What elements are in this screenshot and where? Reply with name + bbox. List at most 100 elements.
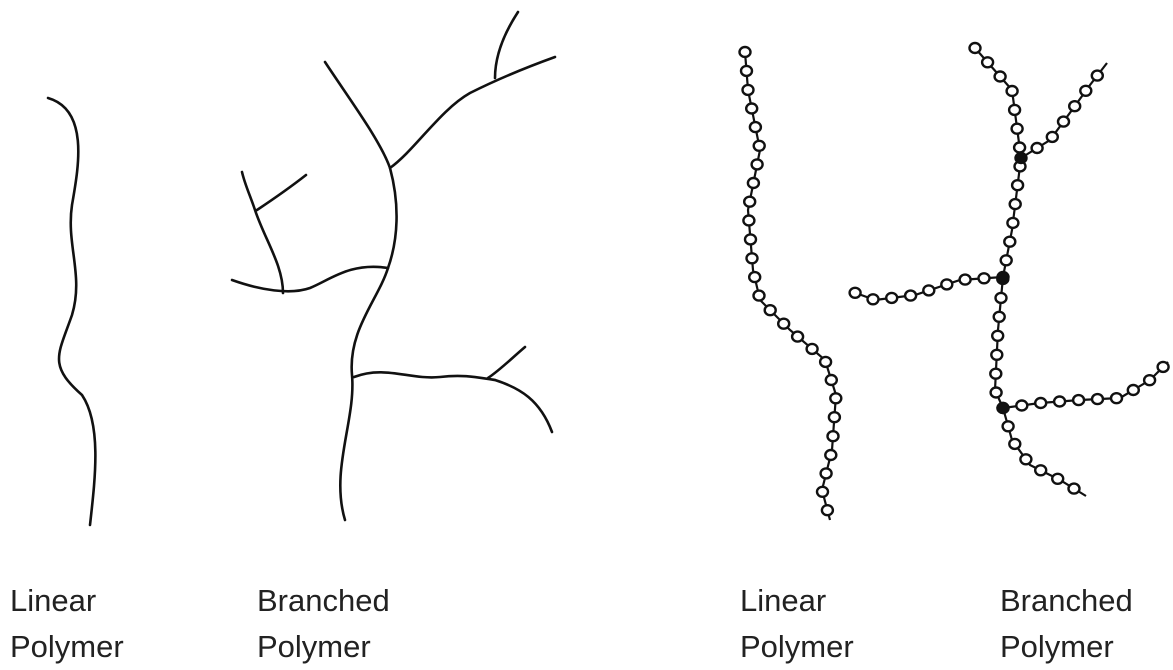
monomer-bead: [765, 305, 776, 315]
monomer-bead: [1010, 199, 1021, 209]
monomer-bead: [941, 279, 952, 289]
branched-polymer-main-chain: [325, 62, 397, 520]
monomer-bead: [1016, 401, 1027, 411]
branched-polymer-subbranch-top: [495, 12, 518, 78]
monomer-bead: [1047, 132, 1058, 142]
monomer-bead: [1069, 101, 1080, 111]
caption-line-2: Polymer: [257, 624, 390, 670]
branched-polymer-branch-top-right: [390, 57, 555, 168]
monomer-bead: [1158, 362, 1169, 372]
monomer-bead: [744, 197, 755, 207]
monomer-bead: [746, 104, 757, 114]
monomer-bead: [1092, 394, 1103, 404]
monomer-bead: [982, 57, 993, 67]
monomer-bead: [1035, 398, 1046, 408]
monomer-bead: [807, 344, 818, 354]
bead-chains-group: [740, 43, 1169, 520]
branch-point-node: [998, 403, 1008, 413]
monomer-bead: [1092, 71, 1103, 81]
monomer-bead: [747, 253, 758, 263]
monomer-bead: [741, 66, 752, 76]
monomer-bead: [749, 272, 760, 282]
caption-line-1: Linear: [740, 578, 854, 624]
monomer-bead: [1111, 393, 1122, 403]
monomer-bead: [1054, 397, 1065, 407]
monomer-bead: [817, 487, 828, 497]
monomer-bead: [750, 122, 761, 132]
label-linear-polymer-beads: Linear Polymer: [740, 578, 854, 670]
branched-polymer-subbranch-up-right: [488, 347, 525, 378]
monomer-bead: [829, 412, 840, 422]
monomer-bead: [970, 43, 981, 53]
monomer-bead: [821, 468, 832, 478]
caption-line-1: Branched: [1000, 578, 1133, 624]
monomer-bead: [1020, 454, 1031, 464]
monomer-bead: [754, 291, 765, 301]
monomer-bead: [905, 291, 916, 301]
monomer-bead: [1009, 105, 1020, 115]
caption-line-2: Polymer: [740, 624, 854, 670]
monomer-bead: [1035, 465, 1046, 475]
monomer-bead: [826, 375, 837, 385]
monomer-bead: [743, 85, 754, 95]
branched-polymer-twig: [257, 175, 306, 210]
monomer-bead: [792, 332, 803, 342]
monomer-bead: [748, 178, 759, 188]
caption-line-1: Linear: [10, 578, 124, 624]
monomer-bead: [822, 505, 833, 515]
branched-bead-arm-right-backbone: [1003, 362, 1168, 408]
monomer-bead: [1007, 218, 1018, 228]
monomer-bead: [979, 273, 990, 283]
monomer-bead: [960, 275, 971, 285]
monomer-bead: [886, 293, 897, 303]
branch-point-node: [998, 272, 1008, 282]
monomer-bead: [1009, 439, 1020, 449]
monomer-bead: [1004, 237, 1015, 247]
monomer-bead: [745, 234, 756, 244]
monomer-bead: [1144, 375, 1155, 385]
monomer-bead: [752, 159, 763, 169]
label-linear-polymer-simple: Linear Polymer: [10, 578, 124, 670]
branch-point-node: [1016, 153, 1026, 163]
monomer-bead: [1032, 143, 1043, 153]
monomer-bead: [991, 350, 1002, 360]
monomer-bead: [1012, 180, 1023, 190]
monomer-bead: [992, 331, 1003, 341]
monomer-bead: [828, 431, 839, 441]
branched-polymer-subbranch-left: [242, 172, 283, 293]
monomer-bead: [820, 357, 831, 367]
caption-line-2: Polymer: [1000, 624, 1133, 670]
monomer-bead: [825, 450, 836, 460]
monomer-bead: [1058, 117, 1069, 127]
caption-line-2: Polymer: [10, 624, 124, 670]
monomer-bead: [1052, 474, 1063, 484]
monomer-bead: [990, 369, 1001, 379]
monomer-bead: [1003, 421, 1014, 431]
monomer-bead: [740, 47, 751, 57]
label-branched-polymer-beads: Branched Polymer: [1000, 578, 1133, 670]
monomer-bead: [1001, 255, 1012, 265]
monomer-bead: [1080, 86, 1091, 96]
monomer-bead: [830, 393, 841, 403]
monomer-bead: [991, 388, 1002, 398]
monomer-bead: [996, 293, 1007, 303]
monomer-bead: [994, 312, 1005, 322]
monomer-bead: [1069, 484, 1080, 494]
monomer-bead: [1073, 395, 1084, 405]
label-branched-polymer-simple: Branched Polymer: [257, 578, 390, 670]
linear-polymer-line: [48, 98, 95, 525]
monomer-bead: [868, 294, 879, 304]
monomer-bead: [850, 288, 861, 298]
caption-line-1: Branched: [257, 578, 390, 624]
branched-polymer-branch-lower-right: [354, 372, 495, 380]
monomer-bead: [778, 319, 789, 329]
monomer-bead: [1007, 86, 1018, 96]
monomer-bead: [923, 285, 934, 295]
monomer-bead: [754, 141, 765, 151]
branched-polymer-subbranch-down-right: [495, 380, 552, 432]
monomer-bead: [1012, 124, 1023, 134]
monomer-bead: [1014, 143, 1025, 153]
monomer-bead: [1128, 385, 1139, 395]
monomer-bead: [743, 216, 754, 226]
